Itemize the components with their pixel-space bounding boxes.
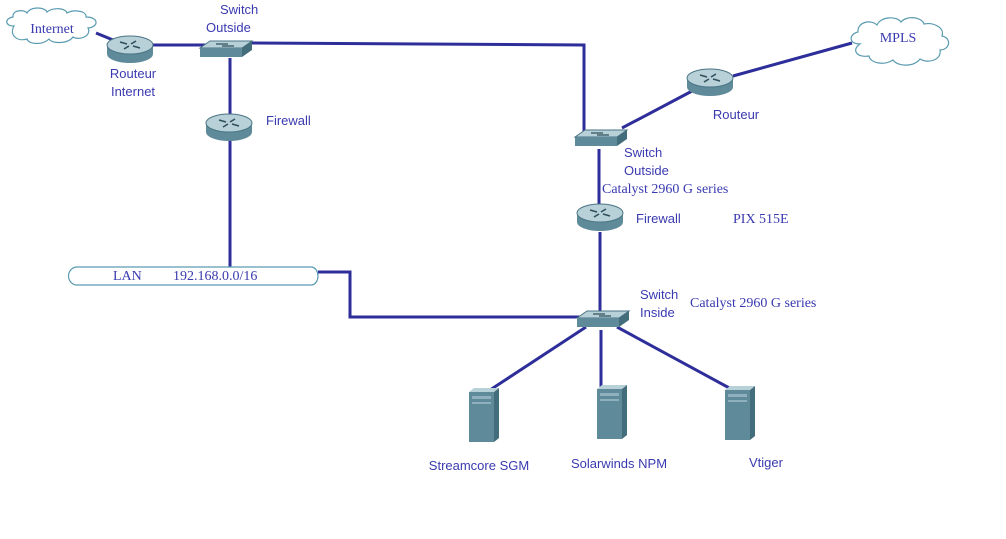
lan-shape xyxy=(67,266,319,286)
lan-label: LAN xyxy=(113,269,142,284)
router-mpls-label: Routeur xyxy=(713,107,760,122)
switch-outside-left[interactable]: Switch Outside xyxy=(199,2,258,58)
router-icon xyxy=(106,35,154,64)
server-label: Solarwinds NPM xyxy=(571,456,667,471)
switch-icon xyxy=(199,40,253,58)
switch-outside-right[interactable]: Switch Outside Catalyst 2960 G series xyxy=(574,129,728,197)
firewall-left[interactable]: Firewall xyxy=(205,113,311,142)
router-internet[interactable]: Routeur Internet xyxy=(106,35,157,99)
switch-inside-label-2: Inside xyxy=(640,305,675,320)
switch-outside-right-label-2: Outside xyxy=(624,163,669,178)
router-icon xyxy=(205,113,253,142)
server-icon xyxy=(725,386,755,440)
switch-outside-right-label-1: Switch xyxy=(624,145,662,160)
server-streamcore[interactable]: Streamcore SGM xyxy=(429,388,529,473)
server-solarwinds[interactable]: Solarwinds NPM xyxy=(571,385,667,471)
links xyxy=(95,31,853,392)
switch-inside-model: Catalyst 2960 G series xyxy=(690,296,816,311)
server-label: Vtiger xyxy=(749,455,784,470)
link-router-mpls-cloud xyxy=(732,41,853,78)
link-switch-server-1 xyxy=(489,325,587,392)
server-icon xyxy=(597,385,627,439)
firewall-right[interactable]: Firewall PIX 515E xyxy=(576,203,789,232)
switch-inside[interactable]: Switch Inside Catalyst 2960 G series xyxy=(576,287,816,328)
firewall-right-model: PIX 515E xyxy=(733,212,789,227)
link-lan-switch-inside xyxy=(318,270,596,319)
server-vtiger[interactable]: Vtiger xyxy=(725,386,784,470)
cloud-icon xyxy=(850,17,950,66)
mpls-label: MPLS xyxy=(880,31,917,46)
firewall-right-label: Firewall xyxy=(636,211,681,226)
firewall-left-label: Firewall xyxy=(266,113,311,128)
router-internet-label-1: Routeur xyxy=(110,66,157,81)
link-switch-server-3 xyxy=(616,325,734,392)
switch-outside-left-label-1: Switch xyxy=(220,2,258,17)
link-switch-router-mpls xyxy=(621,88,695,130)
switch-inside-label-1: Switch xyxy=(640,287,678,302)
cloud-icon xyxy=(6,7,97,45)
switch-icon xyxy=(574,129,628,147)
switch-outside-right-model: Catalyst 2960 G series xyxy=(602,182,728,197)
link-switch-outside-to-switch-outside xyxy=(247,41,586,133)
switch-outside-left-label-2: Outside xyxy=(206,20,251,35)
server-label: Streamcore SGM xyxy=(429,458,529,473)
switch-icon xyxy=(576,310,630,328)
mpls-cloud[interactable]: MPLS xyxy=(850,17,950,66)
lan-subnet: 192.168.0.0/16 xyxy=(173,269,257,284)
internet-cloud[interactable]: Internet xyxy=(6,7,97,45)
server-icon xyxy=(469,388,499,442)
internet-label: Internet xyxy=(30,22,74,37)
router-icon xyxy=(686,68,734,97)
lan-segment[interactable]: LAN 192.168.0.0/16 xyxy=(67,266,319,286)
router-internet-label-2: Internet xyxy=(111,84,155,99)
router-mpls[interactable]: Routeur xyxy=(686,68,760,122)
router-icon xyxy=(576,203,624,232)
